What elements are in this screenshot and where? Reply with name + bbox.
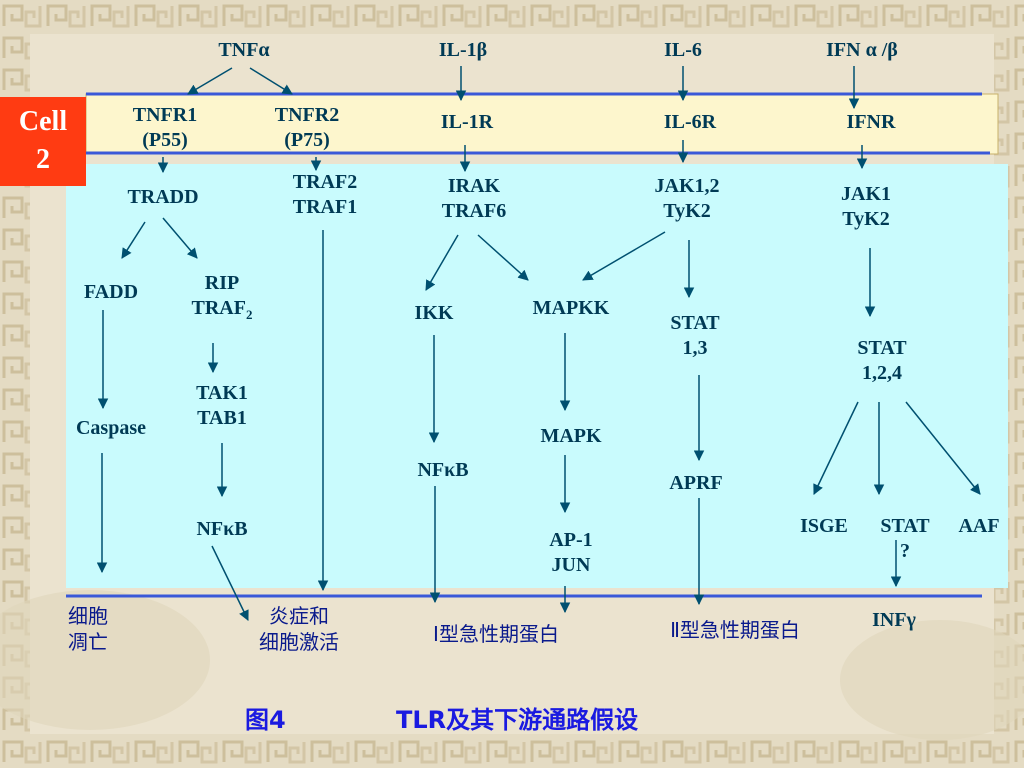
- receptor-il6r: IL-6R: [663, 111, 717, 133]
- cytoplasm-region: [66, 164, 1008, 588]
- cell-badge: Cell 2: [0, 97, 86, 186]
- node-caspase: Caspase: [75, 417, 147, 439]
- arrow: [211, 545, 249, 621]
- ligand-tnfa: TNFα: [218, 39, 270, 61]
- outcome-infg: INFγ: [872, 609, 916, 631]
- outcome-type2-acute-phase: Ⅱ型急性期蛋白: [670, 618, 800, 642]
- node-aprf: APRF: [669, 472, 723, 494]
- node-isge: ISGE: [800, 515, 848, 537]
- arrow: [477, 234, 529, 281]
- receptor-tnfr1: TNFR1 (P55): [132, 104, 198, 151]
- node-rip-traf2: RIP TRAF2: [191, 272, 253, 322]
- node-fadd: FADD: [83, 281, 139, 303]
- arrow: [162, 217, 198, 259]
- node-jak1-tyk2: JAK1 TyK2: [841, 183, 891, 230]
- arrow: [249, 67, 293, 95]
- node-ap1-jun: AP-1 JUN: [549, 529, 593, 576]
- receptor-ifnr: IFNR: [846, 111, 896, 133]
- outcome-apoptosis: 细胞 凋亡: [68, 604, 108, 654]
- node-jak12-tyk2: JAK1,2 TyK2: [654, 175, 720, 222]
- node-mapk: MAPK: [540, 425, 602, 447]
- ligand-ifn: IFN α /β: [826, 39, 898, 61]
- arrow: [121, 221, 146, 259]
- node-aaf: AAF: [958, 515, 1000, 537]
- node-nfkb-left: NFκB: [196, 518, 248, 540]
- arrow: [582, 231, 666, 281]
- node-nfkb-mid: NFκB: [417, 459, 469, 481]
- figure-number: 图4: [245, 706, 286, 734]
- arrow: [813, 401, 859, 495]
- node-stat-unknown: STAT ?: [880, 515, 930, 562]
- node-ikk: IKK: [414, 302, 454, 324]
- arrow: [425, 234, 459, 291]
- ligand-il6: IL-6: [664, 39, 702, 61]
- receptor-il1r: IL-1R: [440, 111, 494, 133]
- node-stat124: STAT 1,2,4: [857, 337, 907, 384]
- arrow: [187, 67, 233, 95]
- receptor-tnfr2: TNFR2 (P75): [274, 104, 340, 151]
- outcome-inflammation: 炎症和 细胞激活: [259, 604, 339, 654]
- figure-title: TLR及其下游通路假设: [396, 706, 639, 734]
- node-traf2-traf1: TRAF2 TRAF1: [292, 171, 358, 218]
- node-tradd: TRADD: [127, 186, 199, 208]
- cell-membrane: [85, 93, 999, 155]
- node-mapkk: MAPKK: [532, 297, 610, 319]
- node-irak-traf6: IRAK TRAF6: [441, 175, 507, 222]
- node-tak1-tab1: TAK1 TAB1: [196, 382, 248, 429]
- ligand-il1b: IL-1β: [438, 39, 488, 61]
- arrow: [905, 401, 981, 495]
- node-stat13: STAT 1,3: [670, 312, 720, 359]
- outcome-type1-acute-phase: Ⅰ型急性期蛋白: [433, 622, 559, 646]
